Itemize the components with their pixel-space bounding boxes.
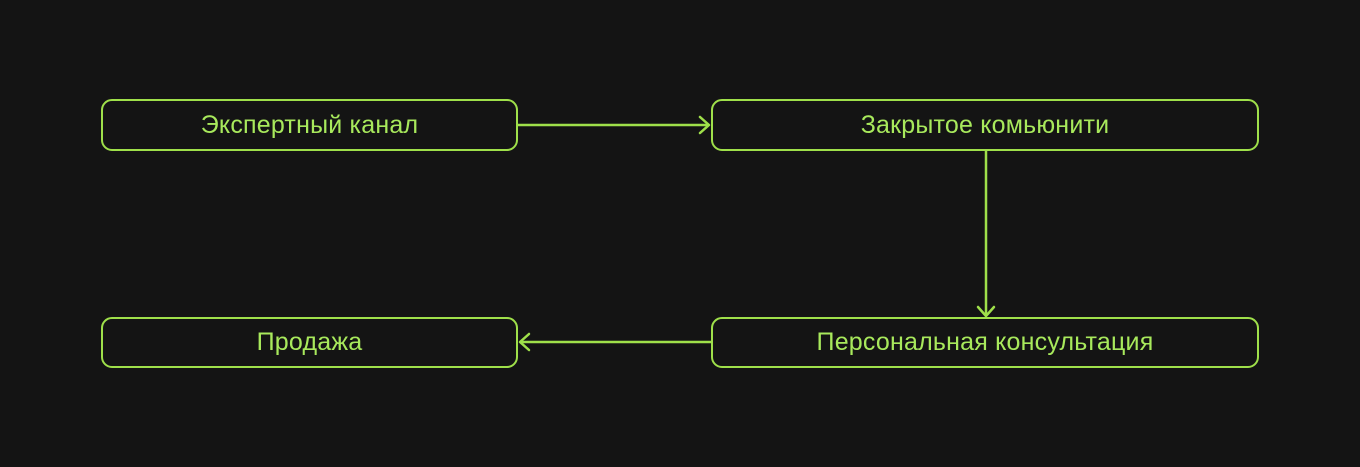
node-sale[interactable]: Продажа: [101, 317, 518, 368]
node-closed-community-label: Закрытое комьюнити: [860, 110, 1110, 139]
node-sale-label: Продажа: [256, 328, 363, 356]
node-closed-community[interactable]: Закрытое комьюнити: [711, 99, 1259, 151]
node-consultation[interactable]: Персональная консультация: [711, 317, 1259, 368]
node-expert-channel[interactable]: Экспертный канал: [101, 99, 518, 151]
node-consultation-label: Персональная консультация: [816, 328, 1154, 356]
edge-community-to-consultation: [976, 151, 996, 318]
node-expert-channel-label: Экспертный канал: [200, 110, 419, 139]
edge-consultation-to-sale: [518, 332, 711, 352]
edge-expert-to-community: [518, 115, 711, 135]
